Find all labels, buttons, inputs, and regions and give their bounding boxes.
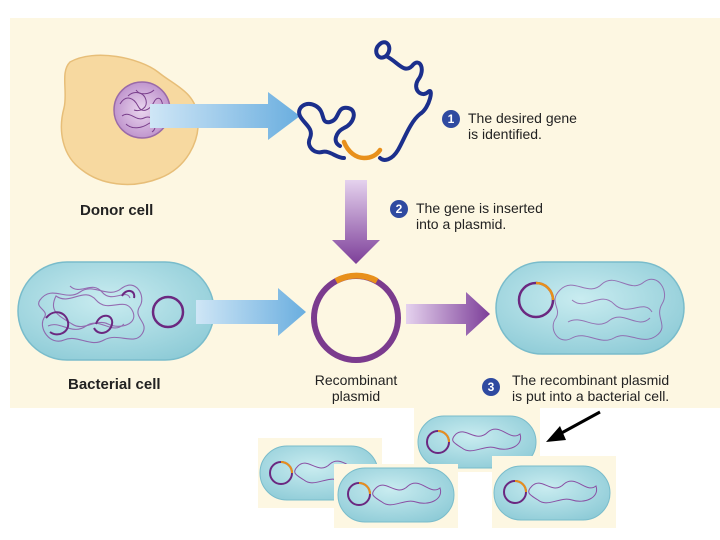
step-3-line1: The recombinant plasmid [512,372,670,388]
recombinant-label-line2: plasmid [331,388,381,404]
step-2-text: The gene is inserted into a plasmid. [416,200,543,232]
step-1-line2: is identified. [468,126,542,142]
bacterial-plasmid [151,295,185,329]
bacterium-copy [417,415,537,469]
arrow-plasmid-to-cell [406,292,490,336]
arrow-gene-to-plasmid [332,180,380,264]
bacterium-copy [337,467,455,523]
bacterial-cell-label: Bacterial cell [68,376,161,393]
recombinant-label-line1: Recombinant [314,372,398,388]
step-3-badge: 3 [482,378,500,396]
donor-cell-label: Donor cell [80,202,154,219]
step-2-line2: into a plasmid. [416,216,507,232]
step-2-line1: The gene is inserted [416,200,543,216]
plasmid-gene-insert [334,272,379,284]
arrow-cell-to-plasmid [196,288,306,336]
arrow-donor-to-gene [150,92,300,140]
desired-gene [341,139,383,161]
step-1-badge: 1 [442,110,460,128]
bacterial-cell [17,261,215,361]
recombinant-plasmid-label: Recombinant plasmid [296,372,416,404]
transformed-dna-tangle [552,279,666,341]
bacterial-dna-highlight [45,290,136,336]
step-3-text: The recombinant plasmid is put into a ba… [512,372,669,404]
transformed-plasmid-insert [535,281,555,301]
bacterium-copy [493,465,611,521]
dna-strand [297,40,433,162]
pointer-arrow [555,410,601,438]
step-2-badge: 2 [390,200,408,218]
bacterial-dna-tangle [38,284,145,344]
step-3-line2: is put into a bacterial cell. [512,388,670,404]
transformed-cell [495,261,685,355]
replicated-bacteria [258,408,616,528]
pointer-arrow-head [546,426,566,442]
step-1-text: The desired gene is identified. [468,110,577,142]
step-1-line1: The desired gene [468,110,577,126]
